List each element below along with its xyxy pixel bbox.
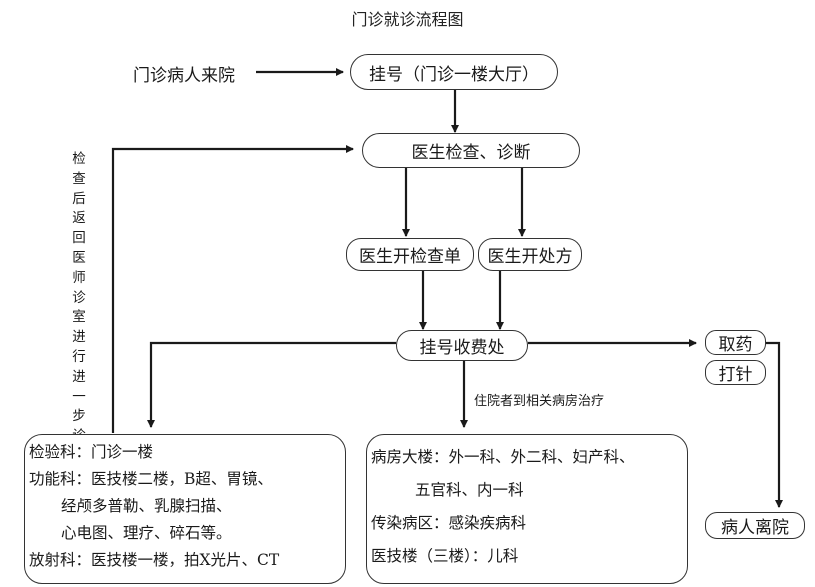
label-char: 诊 [72,289,86,306]
exam-dept-line: 心电图、理疗、碎石等。 [61,524,232,542]
injection-node: 打针 [705,360,766,385]
exam-dept-line: 检验科：门诊一楼 [29,443,154,461]
label-char: 医 [72,249,86,266]
label-char: 后 [72,190,86,207]
start-node: 门诊病人来院 [133,66,235,86]
label-char: 进 [72,368,86,385]
label-char: 行 [72,348,86,365]
ward-departments-box: 病房大楼：外一科、外二科、妇产科、 五官科、内一科 传染病区：感染疾病科 医技楼… [366,434,688,584]
register-node: 挂号（门诊一楼大厅） [350,54,558,90]
prescription-node: 医生开处方 [478,238,582,271]
label-char: 步 [72,408,86,425]
label-char: 返 [72,210,86,227]
chart-title: 门诊就诊流程图 [351,10,464,29]
arrow-cashier-to-exam-depts [147,341,396,428]
label-char: 进 [72,329,86,346]
exam-dept-line: 放射科：医技楼一楼，拍X光片、CT [29,551,280,569]
ward-dept-line: 病房大楼：外一科、外二科、妇产科、 [371,448,635,466]
ward-dept-line: 医技楼（三楼）：儿科 [371,547,519,565]
label-char: 师 [72,269,86,286]
inpatient-note: 住院者到相关病房治疗 [474,394,605,409]
exam-dept-line: 功能科：医技楼二楼，B超、胃镜、 [29,470,273,488]
label-char: 一 [72,388,86,405]
exam-order-node: 医生开检查单 [346,238,474,271]
doctor-exam-node: 医生检查、诊断 [362,133,580,168]
cashier-node: 挂号收费处 [396,330,528,361]
label-char: 室 [72,309,86,326]
exam-dept-line: 经颅多普勒、乳腺扫描、 [61,497,232,515]
arrow-return-to-doctor [111,145,354,433]
exam-departments-box: 检验科：门诊一楼 功能科：医技楼二楼，B超、胃镜、 经颅多普勒、乳腺扫描、 心电… [24,434,346,584]
ward-dept-line: 传染病区：感染疾病科 [371,514,527,532]
leave-node: 病人离院 [705,512,805,539]
label-char: 检 [72,151,86,167]
arrow-medicine-to-leave [766,341,783,508]
get-medicine-node: 取药 [705,330,766,355]
label-char: 查 [72,170,86,187]
ward-dept-line: 五官科、内一科 [415,481,524,499]
return-path-label: 检 查 后 返 回 医 师 诊 室 进 行 进 一 步 诊 断 [71,150,87,467]
label-char: 回 [72,230,86,247]
